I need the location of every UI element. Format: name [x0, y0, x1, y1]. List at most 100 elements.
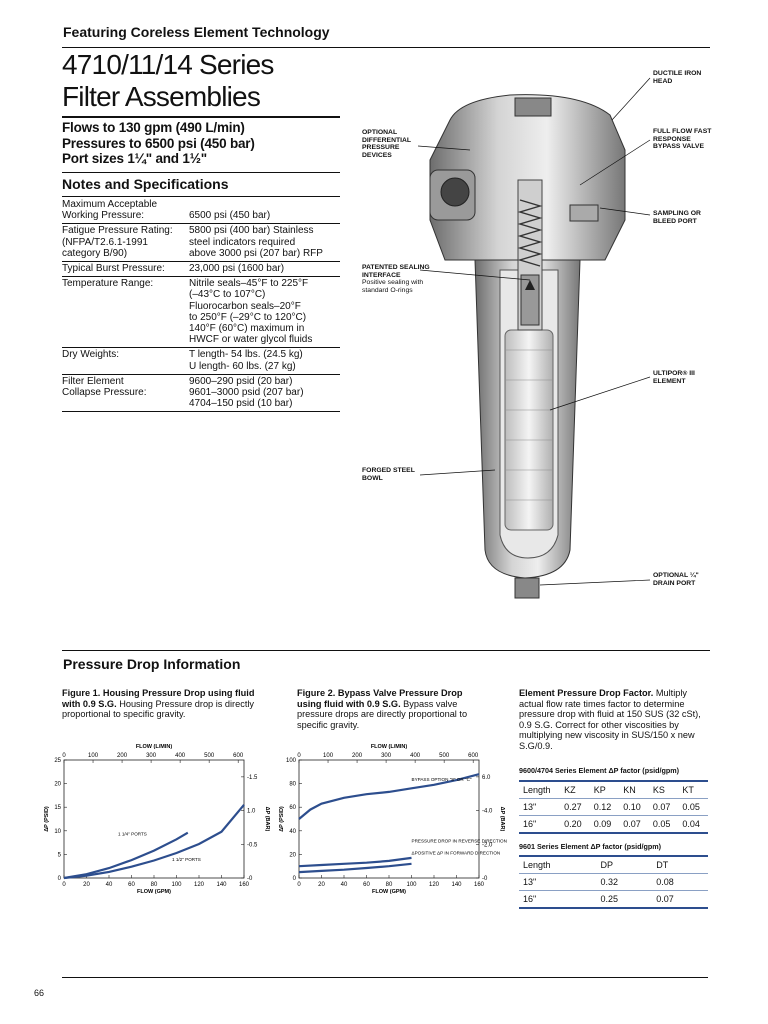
- spec-value: 9600–290 psid (20 bar)9601–3000 psid (20…: [189, 374, 340, 413]
- y2-tick-label: -0: [247, 876, 253, 882]
- section-header: Featuring Coreless Element Technology: [63, 24, 330, 40]
- x2-tick-label: 500: [439, 753, 450, 759]
- table-cell: 0.12: [589, 798, 620, 816]
- table-cell: 0.04: [678, 815, 708, 834]
- x-tick-label: 60: [128, 882, 135, 888]
- table-cell: 0.08: [652, 873, 708, 891]
- table-cell: 0.07: [619, 815, 649, 834]
- title-line-2: Filter Assemblies: [62, 81, 261, 112]
- series-line: [63, 804, 245, 880]
- y-axis-label: ΔP (PSID): [279, 806, 285, 832]
- y2-axis-label: ΔP (BAR): [499, 807, 505, 832]
- series-line: [63, 831, 189, 880]
- table-cell: 0.07: [648, 798, 679, 816]
- x2-tick-label: 400: [175, 753, 186, 759]
- table-cell: Length: [519, 780, 561, 799]
- y-axis-label: ΔP (PSID): [44, 806, 50, 832]
- x2-tick-label: 200: [117, 753, 128, 759]
- y-tick-label: 15: [54, 805, 61, 811]
- table-cell: 16": [519, 890, 597, 909]
- x2-tick-label: 100: [323, 753, 334, 759]
- x-tick-label: 20: [318, 882, 325, 888]
- series-label: 1 1/4" PORTS: [118, 832, 147, 837]
- table-cell: 16": [519, 815, 561, 834]
- x2-tick-label: 0: [297, 753, 301, 759]
- y-tick-label: 100: [286, 758, 297, 764]
- y-tick-label: 20: [54, 782, 61, 788]
- y2-axis-label: ΔP (BAR): [264, 807, 270, 832]
- headline-pressure: Pressures to 6500 psi (450 bar): [62, 135, 255, 151]
- table-cell: KP: [589, 780, 620, 799]
- x2-tick-label: 300: [146, 753, 157, 759]
- callout-drain-port: OPTIONAL ¼"DRAIN PORT: [653, 572, 699, 587]
- table-cell: 13": [519, 873, 597, 891]
- y-tick-label: 25: [54, 758, 61, 764]
- element-factor-text: Element Pressure Drop Factor. Multiply a…: [519, 688, 701, 751]
- x-tick-label: 160: [239, 882, 250, 888]
- headline-ports: Port sizes 1¼" and 1½": [62, 151, 207, 166]
- filter-illustration: [429, 94, 626, 599]
- spec-row: Dry Weights:T length- 54 lbs. (24.5 kg)U…: [62, 347, 340, 375]
- spec-value: 6500 psi (450 bar): [189, 198, 340, 225]
- x-tick-label: 100: [406, 882, 417, 888]
- table-cell: KN: [619, 780, 649, 799]
- x2-tick-label: 100: [88, 753, 99, 759]
- x-tick-label: 40: [106, 882, 113, 888]
- table-cell: 0.32: [596, 873, 653, 891]
- y-tick-label: 0: [293, 876, 297, 882]
- x-tick-label: 160: [474, 882, 485, 888]
- spec-label: Typical Burst Pressure:: [62, 261, 189, 278]
- x2-tick-label: 600: [468, 753, 479, 759]
- y-tick-label: 0: [58, 876, 62, 882]
- x-tick-label: 0: [62, 882, 66, 888]
- spec-value: 23,000 psi (1600 bar): [189, 261, 340, 278]
- series-label: ΔPOSITIVE ΔP IN FORWARD DIRECTION: [412, 850, 501, 855]
- table-cell: 0.07: [652, 890, 708, 909]
- x-tick-label: 80: [151, 882, 158, 888]
- y2-tick-label: -2.0: [482, 842, 493, 848]
- x-tick-label: 0: [297, 882, 301, 888]
- series-line: [298, 862, 412, 874]
- headline-flow: Flows to 130 gpm (490 L/min): [62, 120, 245, 135]
- x-axis-label: FLOW (GPM): [137, 889, 171, 895]
- x-axis-label: FLOW (GPM): [372, 889, 406, 895]
- section-rule: [62, 650, 710, 651]
- y-tick-label: 40: [289, 829, 296, 835]
- y-tick-label: 60: [289, 805, 296, 811]
- y2-tick-label: -0: [482, 876, 488, 882]
- series-label: BYPASS OPTION "8" OR "C": [412, 777, 472, 782]
- notes-heading: Notes and Specifications: [62, 176, 229, 192]
- x2-tick-label: 400: [410, 753, 421, 759]
- x2-tick-label: 500: [204, 753, 215, 759]
- y2-tick-label: 6.0: [482, 775, 491, 781]
- y-tick-label: 5: [58, 852, 62, 858]
- headline-specs: Flows to 130 gpm (490 L/min) Pressures t…: [62, 120, 255, 167]
- x-tick-label: 140: [216, 882, 227, 888]
- y-tick-label: 10: [54, 829, 61, 835]
- x-tick-label: 20: [83, 882, 90, 888]
- rule: [62, 172, 340, 173]
- header-rule: [62, 47, 710, 48]
- table-cell: 13": [519, 798, 561, 816]
- figure1-caption: Figure 1. Housing Pressure Drop using fl…: [62, 688, 255, 719]
- x2-tick-label: 300: [381, 753, 392, 759]
- figure2-caption: Figure 2. Bypass Valve Pressure Drop usi…: [297, 688, 468, 730]
- pressure-heading: Pressure Drop Information: [63, 656, 241, 672]
- x-tick-label: 120: [194, 882, 205, 888]
- table-cell: KS: [648, 780, 679, 799]
